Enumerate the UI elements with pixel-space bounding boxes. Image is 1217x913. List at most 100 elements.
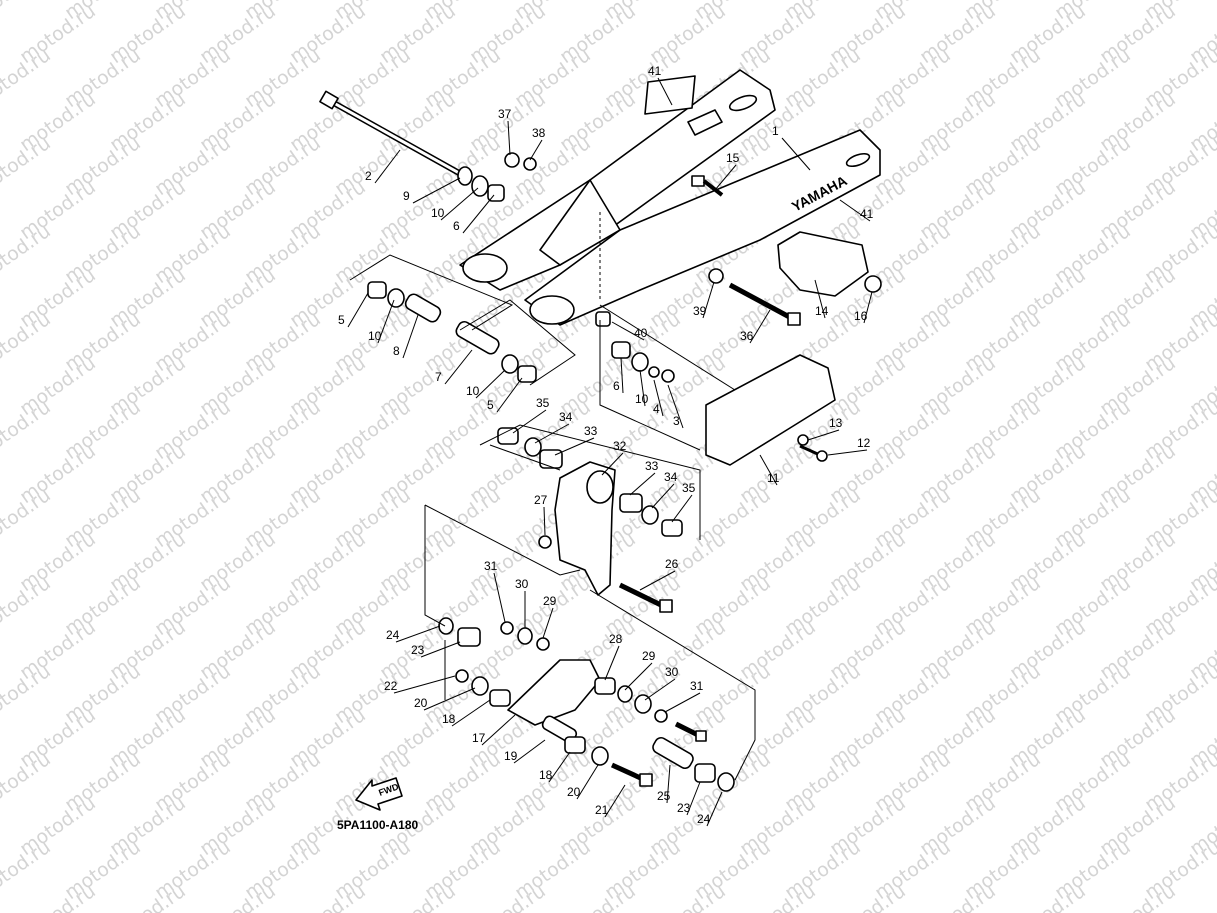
callout-leader [444, 349, 473, 385]
part-number-label: 10 [431, 206, 445, 220]
watermark-text: motod.ru [0, 748, 55, 816]
callout-leader [601, 452, 624, 476]
part-number-label: 33 [645, 459, 659, 473]
watermark-text: motod.ru [196, 880, 280, 913]
watermark-text: motod.ru [0, 44, 55, 112]
part-number-label: 6 [453, 219, 460, 233]
callout-leader [653, 379, 664, 417]
callout-leader [759, 454, 778, 486]
callout-leader [863, 291, 873, 324]
part-number-label: 26 [665, 557, 679, 571]
part-number-label: 24 [386, 628, 400, 642]
callout-leader [706, 791, 723, 827]
callout-leader [624, 662, 653, 691]
callout-leader [377, 299, 395, 344]
watermark-text: motod.ru [376, 880, 460, 913]
watermark-text: motod.ru [0, 220, 55, 288]
diagram-code: 5PA1100-A180 [337, 818, 418, 832]
part-number-label: 10 [368, 329, 382, 343]
part-number-label: 30 [665, 665, 679, 679]
part-number-label: 25 [657, 789, 671, 803]
watermark-text: motod.ru [736, 880, 820, 913]
callout-leader [576, 764, 599, 800]
bushings [367, 152, 882, 792]
watermark-text: motod.ru [0, 836, 55, 904]
part-number-label: 34 [664, 470, 678, 484]
part-number-label: 24 [697, 812, 711, 826]
callout-leader [462, 194, 495, 234]
callout-leader [451, 699, 491, 727]
watermark-text: motod.ru [916, 880, 1000, 913]
callout-leader [749, 309, 771, 344]
watermark-text: motod.ru [0, 660, 55, 728]
callout-leader [393, 675, 456, 694]
part-number-label: 18 [539, 768, 553, 782]
watermark-text: motod.ru [556, 880, 640, 913]
part-number-label: 40 [634, 326, 648, 340]
part-number-label: 13 [829, 416, 843, 430]
callout-leader [440, 187, 479, 221]
swingarm: YAMAHA [459, 69, 881, 326]
part-number-label: 39 [693, 304, 707, 318]
chain-support [705, 354, 836, 466]
callout-leader [475, 369, 506, 399]
bolt-15 [691, 175, 724, 197]
part-number-label: 27 [534, 493, 548, 507]
watermark-text: motod.ru [0, 308, 55, 376]
watermark-text: motod.ru [106, 880, 190, 913]
part-number-label: 16 [854, 309, 868, 323]
part-number-label: 22 [384, 679, 398, 693]
part-number-label: 41 [860, 207, 874, 221]
callout-leader [611, 321, 645, 341]
callout-leader [423, 687, 476, 711]
callout-leader [534, 423, 570, 444]
callout-leader [554, 437, 595, 456]
part-number-label: 6 [613, 379, 620, 393]
callout-leader [657, 77, 673, 106]
callout-leader [496, 377, 523, 413]
callout-leader [513, 739, 546, 764]
part-number-label: 33 [584, 424, 598, 438]
watermark-text: motod.ru [0, 572, 55, 640]
bolt-21 [610, 762, 653, 787]
watermark-text: motod.ru [466, 880, 550, 913]
callout-leader [402, 314, 419, 359]
callout-leader [548, 751, 571, 783]
callout-leader [420, 641, 461, 658]
watermark-text: motod.ru [0, 484, 55, 552]
part-number-label: 29 [642, 649, 656, 663]
watermark-text: motod.ru [0, 132, 55, 200]
part-number-label: 23 [411, 643, 425, 657]
pivot-axle [319, 90, 470, 181]
callout-leader [807, 429, 840, 441]
callout-leader [604, 645, 620, 681]
part-number-label: 35 [536, 396, 550, 410]
watermark-text: motod.ru [0, 0, 55, 24]
callout-leader [639, 369, 646, 407]
callout-leader [512, 409, 547, 434]
callout-leader [827, 449, 868, 456]
callout-leader [493, 572, 506, 623]
part-number-label: 3 [673, 414, 680, 428]
part-number-label: 9 [403, 189, 410, 203]
label-sticker-upper [644, 75, 696, 115]
part-number-label: 19 [504, 749, 518, 763]
part-number-label: 28 [609, 632, 623, 646]
callout-leader [639, 570, 676, 591]
watermark-text: motod.ru [16, 880, 100, 913]
callout-leader [702, 281, 715, 319]
part-number-label: 18 [442, 712, 456, 726]
part-number-label: 20 [414, 696, 428, 710]
bolt-36 [728, 282, 801, 326]
callout-leader [529, 139, 543, 161]
part-number-label: 34 [559, 410, 573, 424]
part-number-label: 2 [365, 169, 372, 183]
part-number-label: 31 [690, 679, 704, 693]
reference-lines [349, 212, 756, 781]
part-number-label: 5 [487, 398, 494, 412]
callout-leader [781, 137, 811, 171]
part-number-label: 10 [466, 384, 480, 398]
part-number-label: 21 [595, 803, 609, 817]
